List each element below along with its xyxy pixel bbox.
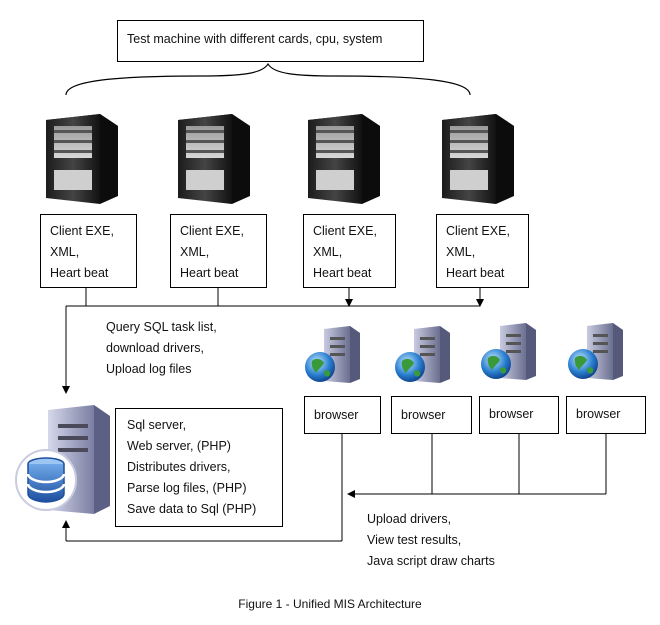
client-line: XML, <box>180 245 210 259</box>
browser-label: browser <box>576 407 621 421</box>
test-machine-label: Test machine with different cards, cpu, … <box>127 32 383 46</box>
note-line: Java script draw charts <box>367 554 495 568</box>
note-line: download drivers, <box>106 341 204 355</box>
server-line: Web server, (PHP) <box>127 439 231 453</box>
server-line: Sql server, <box>127 418 187 432</box>
browser-box: browser <box>304 396 381 434</box>
client-line: Client EXE, <box>446 224 510 238</box>
web-server-globe-icon <box>563 320 627 389</box>
client-line: Heart beat <box>50 266 109 280</box>
client-box: Client EXE, XML, Heart beat <box>170 214 267 288</box>
browser-label: browser <box>489 407 534 421</box>
computer-tower-icon <box>436 112 518 213</box>
client-line: XML, <box>50 245 80 259</box>
client-line: Client EXE, <box>180 224 244 238</box>
web-server-globe-icon <box>300 323 364 392</box>
client-line: XML, <box>313 245 343 259</box>
grouping-brace <box>65 62 471 96</box>
client-line: XML, <box>446 245 476 259</box>
test-machine-box: Test machine with different cards, cpu, … <box>117 20 424 62</box>
client-line: Heart beat <box>180 266 239 280</box>
server-box: Sql server, Web server, (PHP) Distribute… <box>115 408 283 527</box>
client-line: Client EXE, <box>50 224 114 238</box>
browser-box: browser <box>479 396 559 434</box>
server-line: Parse log files, (PHP) <box>127 481 247 495</box>
figure-caption: Figure 1 - Unified MIS Architecture <box>238 597 422 611</box>
server-line: Distributes drivers, <box>127 460 231 474</box>
computer-tower-icon <box>302 112 384 213</box>
database-server-icon <box>12 402 116 527</box>
client-box: Client EXE, XML, Heart beat <box>303 214 396 288</box>
client-box: Client EXE, XML, Heart beat <box>40 214 137 288</box>
browser-box: browser <box>391 396 472 434</box>
client-server-note: Query SQL task list, download drivers, U… <box>106 317 217 380</box>
client-line: Client EXE, <box>313 224 377 238</box>
client-line: Heart beat <box>446 266 505 280</box>
web-server-globe-icon <box>390 323 454 392</box>
browser-label: browser <box>314 408 359 422</box>
note-line: View test results, <box>367 533 462 547</box>
browser-server-note: Upload drivers, View test results, Java … <box>367 509 495 572</box>
client-box: Client EXE, XML, Heart beat <box>436 214 529 288</box>
web-server-globe-icon <box>476 320 540 389</box>
browser-label: browser <box>401 408 446 422</box>
computer-tower-icon <box>172 112 254 213</box>
note-line: Query SQL task list, <box>106 320 217 334</box>
computer-tower-icon <box>40 112 122 213</box>
client-line: Heart beat <box>313 266 372 280</box>
server-line: Save data to Sql (PHP) <box>127 502 257 516</box>
note-line: Upload drivers, <box>367 512 452 526</box>
browser-box: browser <box>566 396 646 434</box>
note-line: Upload log files <box>106 362 192 376</box>
